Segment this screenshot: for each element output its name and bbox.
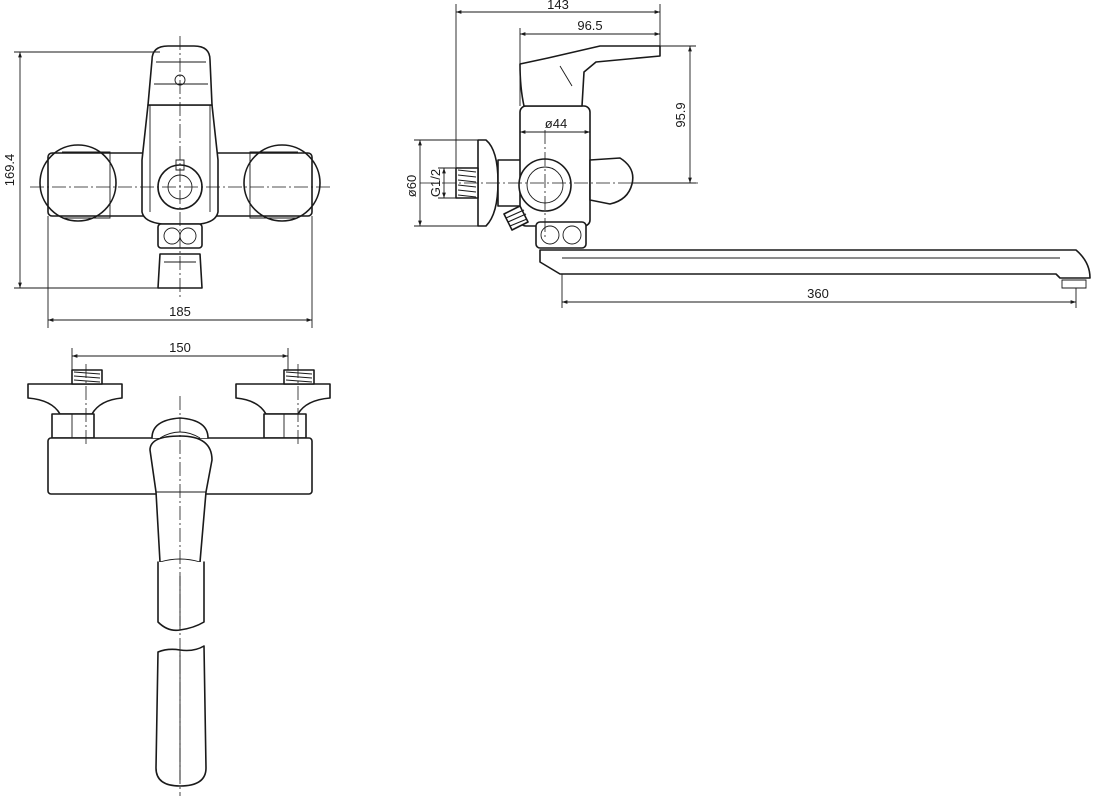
right-inlet: [235, 369, 331, 439]
dim-spout-length: 360: [807, 286, 829, 301]
dim-side-body-dia: ø44: [545, 116, 567, 131]
spout: [539, 249, 1091, 289]
top-handle: [149, 435, 213, 577]
side-lower-nut: [535, 221, 587, 249]
side-handle: [519, 45, 661, 107]
dim-top-centers: 150: [169, 340, 191, 355]
dim-front-height: 169.4: [2, 154, 17, 187]
top-spout-lower: [155, 645, 207, 787]
side-view: 143 96.5 ø44 95.9 ø60 G1/2 360: [404, 0, 1091, 308]
dim-front-width: 185: [169, 304, 191, 319]
side-body: [518, 105, 634, 227]
top-view: 150: [27, 340, 331, 796]
front-view: 169.4 185: [2, 36, 330, 328]
left-flange: [39, 144, 117, 222]
dim-side-flange-dia: ø60: [404, 175, 419, 197]
dim-side-lever: 96.5: [577, 18, 602, 33]
right-flange: [243, 144, 321, 222]
dim-side-height: 95.9: [673, 102, 688, 127]
top-spout-upper: [157, 561, 205, 632]
side-diverter: [503, 205, 529, 231]
dim-side-thread: G1/2: [428, 169, 443, 197]
dim-side-depth: 143: [547, 0, 569, 12]
left-inlet: [27, 369, 123, 439]
